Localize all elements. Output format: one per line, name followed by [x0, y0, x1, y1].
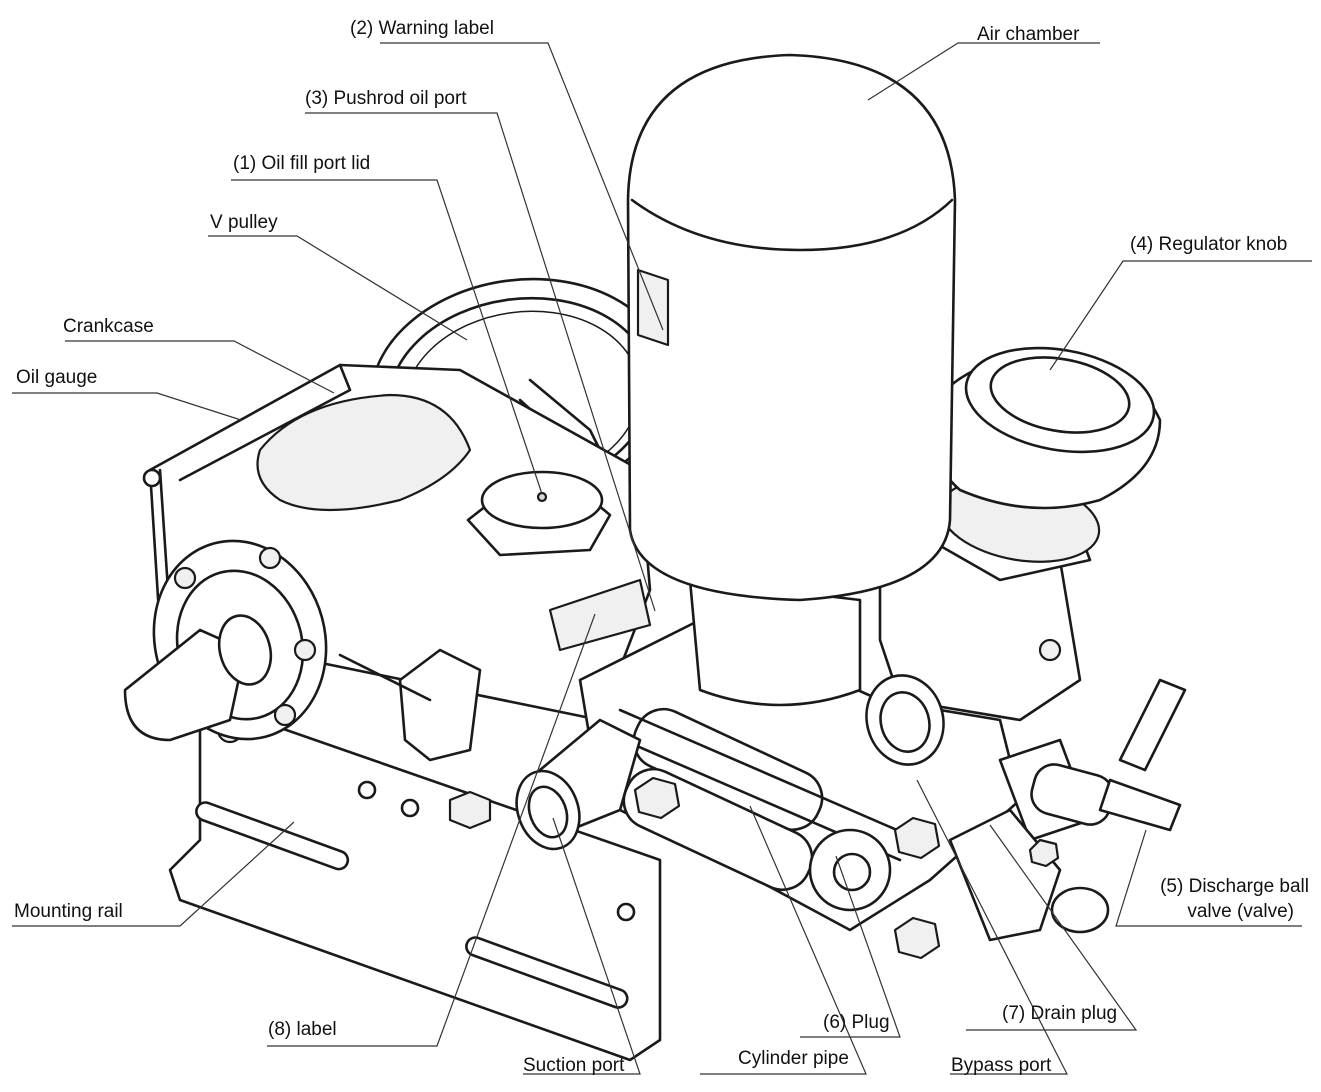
pushrod-oil-port-callout: (3) Pushrod oil port	[305, 88, 467, 109]
leader-lines	[12, 42, 1312, 1075]
valves-drawing	[948, 678, 1187, 942]
shaft-flange-drawing	[123, 539, 328, 742]
oil-gauge-callout: Oil gauge	[16, 367, 98, 388]
discharge-ball-valve-callout-line2: valve (valve)	[1187, 901, 1294, 922]
cylinder-assembly-drawing	[515, 618, 1022, 960]
air-chamber-drawing	[626, 53, 957, 707]
plug-callout: (6) Plug	[823, 1012, 890, 1033]
oil-fill-port-lid-callout: (1) Oil fill port lid	[233, 153, 371, 174]
regulator-knob-callout: (4) Regulator knob	[1130, 234, 1288, 255]
warning-label-callout: (2) Warning label	[350, 18, 494, 39]
suction-port-callout: Suction port	[523, 1055, 625, 1076]
mounting-rail-drawing	[168, 698, 662, 1062]
label-8-callout: (8) label	[268, 1019, 337, 1040]
regulator-drawing	[865, 346, 1162, 766]
mounting-rail-callout: Mounting rail	[14, 901, 123, 922]
bypass-port-callout: Bypass port	[951, 1055, 1052, 1076]
air-chamber-callout: Air chamber	[977, 24, 1080, 45]
cylinder-pipe-callout: Cylinder pipe	[738, 1048, 849, 1069]
v-pulley-callout: V pulley	[210, 212, 278, 233]
crankcase-callout: Crankcase	[63, 316, 154, 337]
drain-plug-callout: (7) Drain plug	[1002, 1003, 1118, 1024]
discharge-ball-valve-callout-line1: (5) Discharge ball	[1160, 876, 1309, 897]
